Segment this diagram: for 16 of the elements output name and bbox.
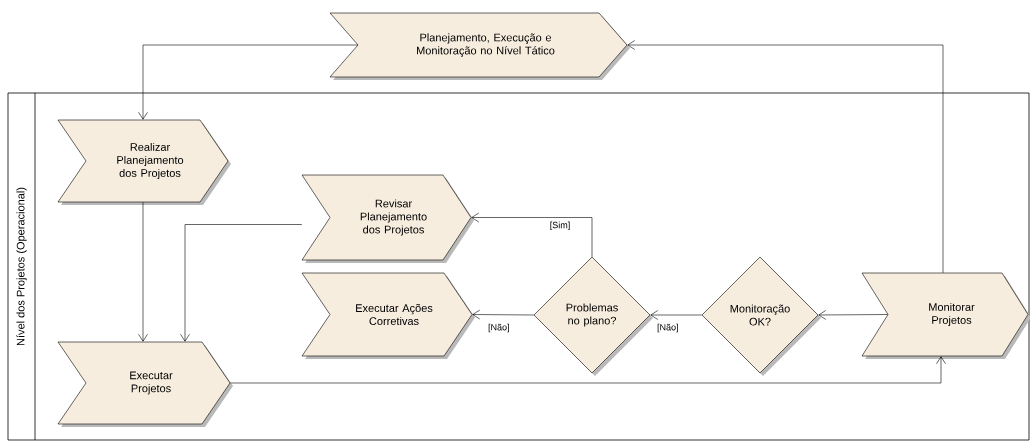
- process-chevron: Revisar Planejamento dos Projetos: [301, 174, 474, 263]
- arrow: [650, 310, 703, 320]
- process-chevron: Executar Ações Corretivas: [301, 272, 475, 359]
- process-chevron: Realizar Planejamento dos Projetos: [57, 119, 231, 205]
- edge-label: [Sim]: [548, 220, 572, 231]
- process-chevron: Monitorar Projetos: [861, 272, 1030, 359]
- process-chevron: Planejamento, Execução e Monitoração no Nível Tático: [329, 12, 630, 80]
- arrow: [229, 356, 946, 384]
- edge-label: [Não]: [487, 322, 511, 334]
- edge-label: [Não]: [656, 322, 680, 334]
- arrow: [627, 40, 944, 274]
- arrow: [180, 224, 303, 342]
- arrow: [472, 309, 535, 320]
- arrow: [138, 201, 148, 342]
- arrow: [471, 212, 593, 258]
- process-chevron: Executar Projetos: [57, 341, 233, 427]
